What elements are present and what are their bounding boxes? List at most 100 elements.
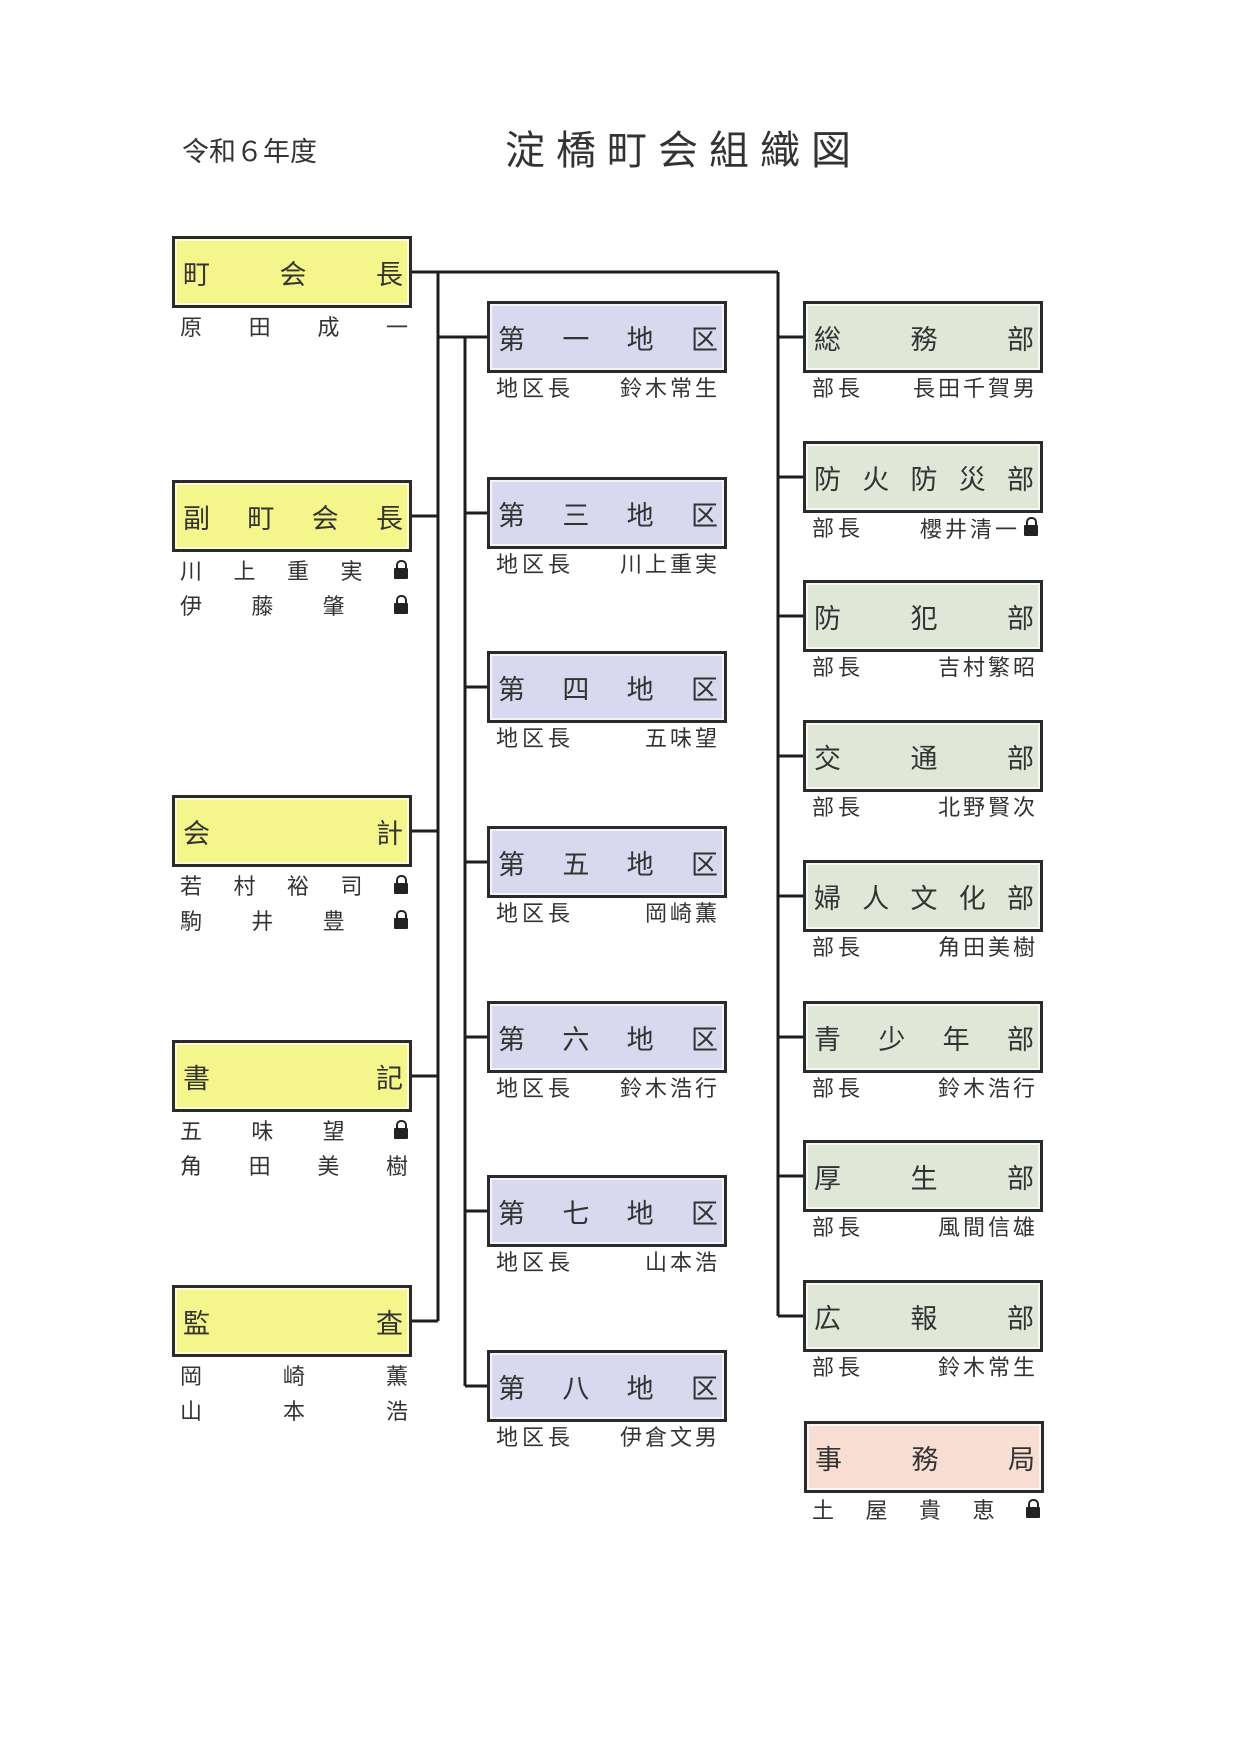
- box-title-char: 部: [1007, 464, 1034, 496]
- box-title-char: 町: [247, 503, 275, 535]
- lock-icon: [393, 910, 408, 930]
- box-title-char: 文: [910, 883, 938, 915]
- lock-icon: [394, 875, 408, 895]
- person-name: 山本浩: [644, 1251, 720, 1276]
- district-box: 第六地区: [487, 1001, 727, 1073]
- box-title-char: 地: [626, 1024, 654, 1056]
- person-name-group: 吉村繁昭: [938, 656, 1038, 682]
- box-title-char: 地: [626, 1198, 654, 1230]
- member-name-char: 田: [248, 316, 271, 341]
- member-name-char: 美: [317, 1155, 340, 1180]
- box-title-char: 会: [183, 818, 210, 850]
- member-name-char: 望: [322, 1120, 345, 1145]
- box-title-char: 区: [690, 500, 718, 532]
- district-box: 第三地区: [487, 477, 727, 549]
- box-title-char: 長: [376, 259, 403, 291]
- box-title-char: 地: [626, 1373, 654, 1405]
- box-title-char: 部: [1006, 1024, 1034, 1056]
- box-title-char: 総: [814, 324, 841, 356]
- member-name-char: 角: [180, 1155, 203, 1180]
- officer-box: 書記: [172, 1040, 412, 1112]
- district-box: 第七地区: [487, 1175, 727, 1247]
- role-label: 部長: [812, 936, 865, 961]
- officer-box: 監査: [172, 1285, 412, 1357]
- officer-member: 駒井豊: [180, 910, 408, 936]
- box-title-char: 火: [862, 464, 890, 496]
- person-name-group: 北野賢次: [938, 796, 1038, 822]
- district-leader: 地区長五味望: [496, 727, 720, 753]
- member-name-char: 伊: [180, 595, 203, 620]
- box-title-char: 八: [562, 1373, 590, 1405]
- box-title-char: 人: [862, 883, 890, 915]
- department-box: 厚生部: [803, 1140, 1043, 1212]
- member-name-char: 川: [180, 560, 203, 585]
- box-title-char: 部: [1007, 743, 1034, 775]
- department-head: 部長鈴木浩行: [812, 1077, 1038, 1103]
- box-title-char: 局: [1008, 1444, 1035, 1476]
- box-title-char: 部: [1007, 883, 1034, 915]
- box-title-char: 務: [911, 1444, 939, 1476]
- member-name-char: 薫: [385, 1365, 408, 1390]
- box-title-char: 長: [375, 503, 403, 535]
- box-title-char: 一: [562, 324, 590, 356]
- officer-member: 山本浩: [180, 1400, 408, 1426]
- member-name-char: 五: [180, 1120, 203, 1145]
- member-name-char: 味: [251, 1120, 274, 1145]
- lock-icon: [1024, 517, 1038, 537]
- officer-member: 伊藤肇: [180, 595, 408, 621]
- member-name-char: 村: [233, 875, 256, 900]
- person-name: 鈴木常生: [937, 1356, 1038, 1381]
- role-label: 部長: [812, 1356, 865, 1381]
- box-title-char: 会: [311, 503, 339, 535]
- person-name-group: 鈴木常生: [620, 377, 720, 403]
- box-title-char: 区: [690, 1024, 718, 1056]
- role-label: 部長: [812, 377, 865, 402]
- member-name-char: 恵: [972, 1499, 995, 1524]
- member-name-char: 樹: [385, 1155, 408, 1180]
- officer-member: 川上重実: [180, 560, 408, 586]
- member-name-char: 実: [340, 560, 363, 585]
- role-label: 部長: [812, 1216, 865, 1241]
- person-name-group: 岡崎薫: [645, 902, 720, 928]
- person-name-group: 鈴木浩行: [620, 1077, 720, 1103]
- box-title-char: 務: [910, 324, 938, 356]
- department-box: 青少年部: [803, 1001, 1043, 1073]
- person-name: 川上重実: [619, 553, 720, 578]
- officer-member: 若村裕司: [180, 875, 408, 901]
- role-label: 地区長: [496, 902, 575, 927]
- department-box: 婦人文化部: [803, 860, 1043, 932]
- box-title-char: 生: [910, 1163, 938, 1195]
- department-head: 部長 角田美樹: [812, 936, 1038, 962]
- district-leader: 地区長 山本浩: [496, 1251, 720, 1277]
- person-name: 伊倉文男: [619, 1426, 720, 1451]
- role-label: 部長: [812, 517, 865, 542]
- department-box: 防犯部: [803, 580, 1043, 652]
- officer-member: 岡崎薫: [180, 1365, 408, 1391]
- officer-member: 角田美樹: [180, 1155, 408, 1181]
- member-name-char: 崎: [282, 1365, 305, 1390]
- person-name-group: 山本浩: [645, 1251, 720, 1277]
- box-title-char: 犯: [910, 603, 938, 635]
- district-leader: 地区長鈴木浩行: [496, 1077, 720, 1103]
- box-title-char: 区: [690, 849, 718, 881]
- person-name: 岡崎薫: [644, 902, 720, 927]
- district-leader: 地区長 川上重実: [496, 553, 720, 579]
- person-name: 角田美樹: [937, 936, 1038, 961]
- officer-box: 副町会長: [172, 480, 412, 552]
- box-title-char: 四: [562, 674, 590, 706]
- member-name-char: 豊: [322, 910, 345, 935]
- role-label: 地区長: [496, 1251, 575, 1276]
- member-name-char: 土: [812, 1499, 835, 1524]
- person-name-group: 櫻井清一: [920, 517, 1038, 544]
- member-name-char: 山: [180, 1400, 203, 1425]
- fiscal-year-label: 令和６年度: [182, 137, 317, 168]
- role-label: 部長: [812, 656, 865, 681]
- box-title-char: 事: [815, 1444, 842, 1476]
- role-label: 地区長: [496, 553, 575, 578]
- member-name-char: 浩: [385, 1400, 408, 1425]
- box-title-char: 第: [498, 324, 525, 356]
- box-title-char: 区: [690, 1373, 718, 1405]
- box-title-char: 青: [814, 1024, 841, 1056]
- member-name-char: 藤: [251, 595, 274, 620]
